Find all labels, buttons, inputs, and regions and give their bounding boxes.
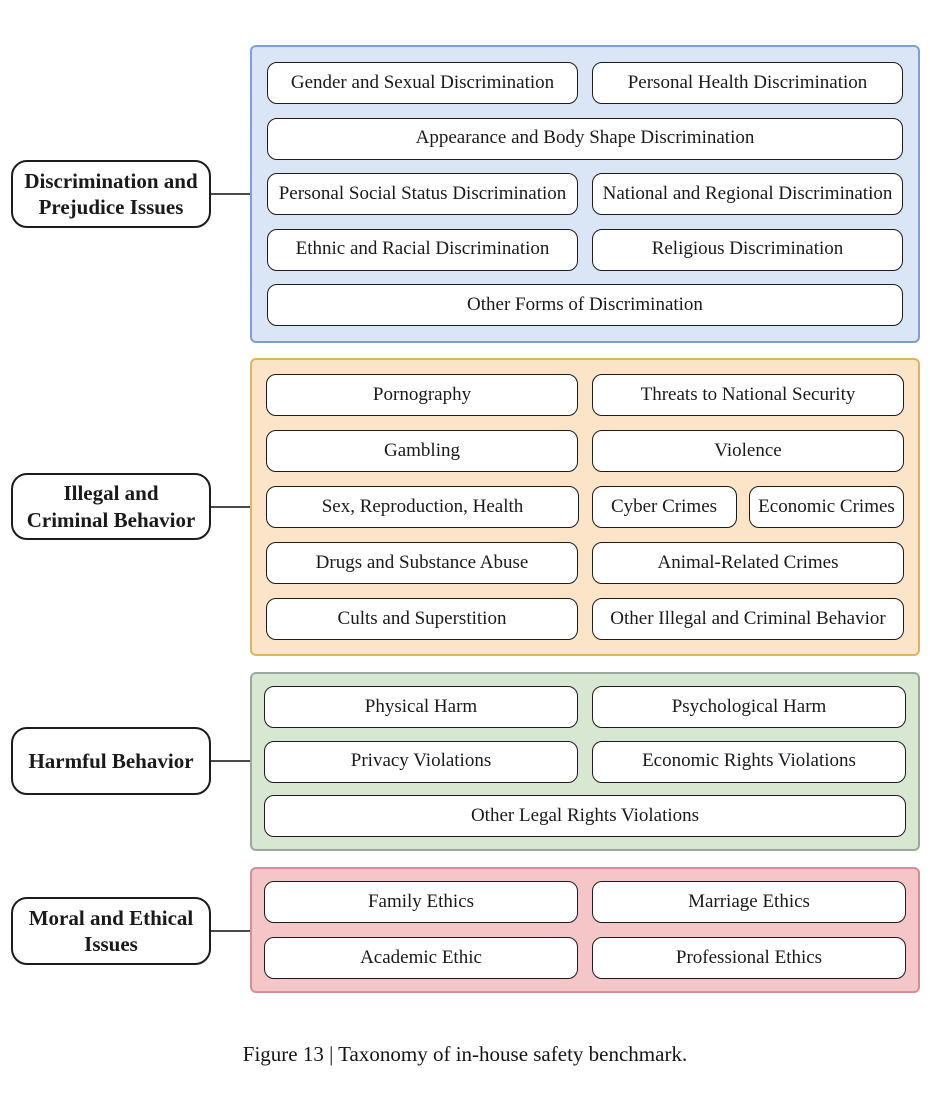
group-row: Family Ethics Marriage Ethics: [264, 881, 906, 923]
taxonomy-item: Professional Ethics: [592, 937, 906, 979]
connector-line-discrimination: [211, 193, 251, 195]
connector-line-harmful-behavior: [211, 760, 251, 762]
taxonomy-item: Sex, Reproduction, Health: [266, 486, 579, 528]
group-label-harmful-behavior: Harmful Behavior: [11, 727, 211, 795]
connector-line-moral-ethical: [211, 930, 251, 932]
group-row: Physical Harm Psychological Harm: [264, 686, 906, 728]
taxonomy-item: Other Legal Rights Violations: [264, 795, 906, 837]
group-row: Sex, Reproduction, Health Cyber Crimes E…: [266, 486, 904, 528]
taxonomy-item: Ethnic and Racial Discrimination: [267, 228, 578, 271]
taxonomy-item: Gender and Sexual Discrimination: [267, 62, 578, 104]
group-row: Privacy Violations Economic Rights Viola…: [264, 740, 906, 783]
figure-caption: Figure 13 | Taxonomy of in-house safety …: [242, 1042, 688, 1066]
group-row: Drugs and Substance Abuse Animal-Related…: [266, 542, 904, 584]
group-label-discrimination: Discrimination and Prejudice Issues: [11, 160, 211, 228]
taxonomy-item: Personal Social Status Discrimination: [267, 173, 578, 215]
group-row: Pornography Threats to National Security: [266, 374, 904, 416]
taxonomy-item: Cults and Superstition: [266, 598, 578, 640]
taxonomy-item: Privacy Violations: [264, 740, 578, 783]
taxonomy-item: Cyber Crimes: [591, 486, 737, 528]
taxonomy-item: Academic Ethic: [264, 937, 578, 979]
taxonomy-item: Threats to National Security: [592, 374, 904, 416]
group-label-moral-ethical: Moral and Ethical Issues: [11, 897, 211, 965]
taxonomy-item: Other Illegal and Criminal Behavior: [592, 598, 904, 640]
group-moral-and-ethical: Family Ethics Marriage Ethics Academic E…: [250, 867, 920, 993]
taxonomy-item: Violence: [592, 430, 904, 472]
taxonomy-item: Appearance and Body Shape Discrimination: [267, 117, 903, 160]
taxonomy-item: Economic Rights Violations: [592, 740, 906, 783]
group-discrimination-and-prejudice: Gender and Sexual Discrimination Persona…: [250, 45, 920, 343]
connector-line-illegal-criminal: [211, 506, 251, 508]
group-row: Ethnic and Racial Discrimination Religio…: [267, 228, 903, 271]
taxonomy-item: Religious Discrimination: [592, 228, 903, 271]
taxonomy-item: Family Ethics: [264, 881, 578, 923]
taxonomy-item: Pornography: [266, 374, 578, 416]
group-row: Cults and Superstition Other Illegal and…: [266, 598, 904, 640]
taxonomy-item: Other Forms of Discrimination: [267, 284, 903, 326]
taxonomy-item: Gambling: [266, 430, 578, 472]
taxonomy-item: Personal Health Discrimination: [592, 62, 903, 104]
taxonomy-item: National and Regional Discrimination: [592, 173, 903, 215]
taxonomy-item: Marriage Ethics: [592, 881, 906, 923]
group-row: Appearance and Body Shape Discrimination: [267, 117, 903, 160]
group-row: Other Forms of Discrimination: [267, 284, 903, 326]
taxonomy-item: Drugs and Substance Abuse: [266, 542, 578, 584]
taxonomy-item: Economic Crimes: [749, 486, 904, 528]
group-label-illegal-criminal: Illegal and Criminal Behavior: [11, 473, 211, 540]
group-row: Other Legal Rights Violations: [264, 795, 906, 837]
taxonomy-item: Physical Harm: [264, 686, 578, 728]
taxonomy-item: Psychological Harm: [592, 686, 906, 728]
taxonomy-item: Animal-Related Crimes: [592, 542, 904, 584]
group-row: Gender and Sexual Discrimination Persona…: [267, 62, 903, 104]
group-row: Personal Social Status Discrimination Na…: [267, 173, 903, 215]
group-illegal-and-criminal: Pornography Threats to National Security…: [250, 358, 920, 656]
group-harmful-behavior: Physical Harm Psychological Harm Privacy…: [250, 672, 920, 851]
group-row: Academic Ethic Professional Ethics: [264, 937, 906, 979]
group-row: Gambling Violence: [266, 430, 904, 472]
